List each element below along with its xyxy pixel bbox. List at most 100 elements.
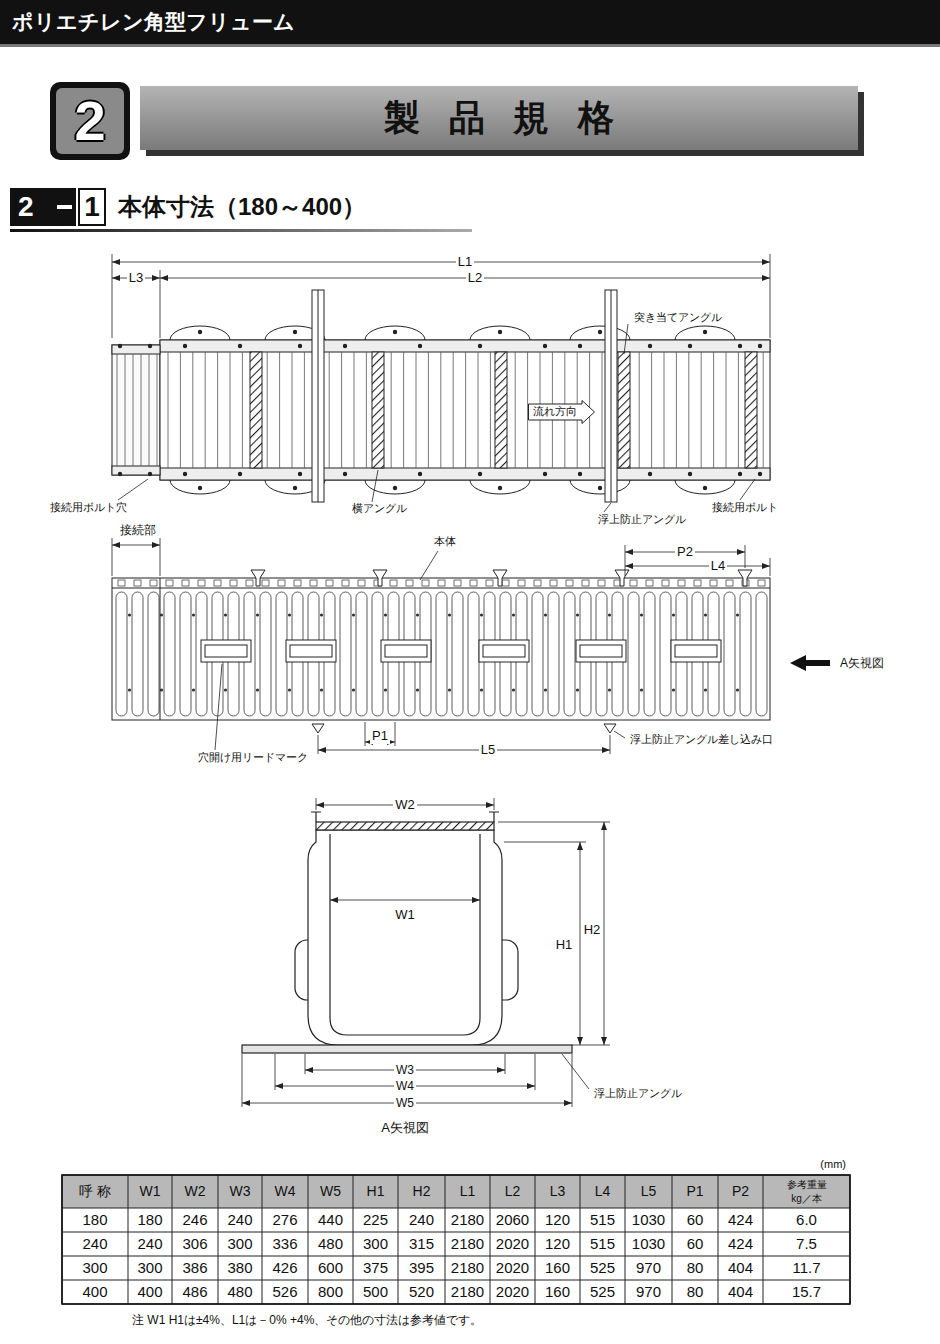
table-rule [445, 1175, 446, 1304]
table-cell: 386 [182, 1259, 207, 1277]
bolt-hole [393, 486, 397, 490]
top-tab [251, 570, 752, 586]
table-cell: 520 [409, 1283, 434, 1301]
corrugation [566, 580, 573, 586]
leader-lines [118, 479, 148, 500]
corrugation [246, 580, 253, 586]
rib-line [117, 352, 763, 468]
table-cell: 2180 [451, 1259, 484, 1277]
table-cell: 160 [545, 1259, 570, 1277]
table-cell: 180 [82, 1211, 107, 1229]
corrugation [224, 613, 227, 616]
rib-line [490, 352, 491, 468]
insert-mark [312, 724, 616, 733]
callout-label: 横アングル [350, 502, 409, 515]
side-view [160, 578, 161, 720]
angle-slot [201, 640, 721, 662]
corrugation [640, 613, 643, 616]
callout-label: 接続用ボルト穴 [48, 501, 129, 514]
rib-line [230, 352, 231, 468]
corrugation [416, 613, 419, 616]
corrugation [598, 580, 605, 586]
corrugation [352, 688, 355, 691]
corrugation [182, 580, 189, 586]
corrugation [544, 613, 547, 616]
section-title-band: 製品規格 [140, 86, 858, 150]
rib-line [726, 352, 727, 468]
cross-section [330, 834, 480, 1035]
bolt-hole [293, 330, 297, 334]
flow-arrow-shape [529, 401, 595, 424]
table-header: W5 [320, 1183, 341, 1200]
cross-angle [250, 352, 262, 468]
table-cell: 300 [363, 1235, 388, 1253]
rib-line [117, 354, 118, 466]
table-rule [718, 1175, 719, 1304]
dimension-lines [625, 566, 770, 567]
subsection-mark [10, 229, 472, 232]
badge-shape [56, 88, 124, 154]
side-view [112, 570, 830, 733]
dimension-lines [318, 750, 610, 751]
anti-float-angle [312, 290, 617, 502]
rib-line [416, 352, 417, 468]
corrugation [310, 580, 317, 586]
angle-slot [576, 640, 626, 662]
table-rule [62, 1208, 850, 1209]
bolt-hole [148, 472, 152, 476]
table-cell: 240 [137, 1235, 162, 1253]
cross-angle [250, 352, 757, 468]
table-cell: 480 [318, 1235, 343, 1253]
side-view [112, 588, 770, 589]
bolt-hole [298, 472, 302, 476]
corrugation [502, 580, 509, 586]
table-cell: 6.0 [796, 1211, 817, 1229]
dimension-label: P2 [675, 544, 695, 560]
dimension-label: H2 [582, 922, 603, 938]
callout-label: 穴開け用リードマーク [196, 751, 310, 764]
table-cell: 160 [545, 1283, 570, 1301]
node-text: 1 [84, 190, 100, 224]
corrugation [340, 592, 351, 716]
view-arrow [790, 655, 830, 671]
rib-line [713, 352, 714, 468]
table-cell: 400 [137, 1283, 162, 1301]
corrugation [148, 592, 159, 716]
corrugation [486, 580, 493, 586]
rib-line [602, 352, 603, 468]
cross-angle [745, 352, 757, 468]
corrugation [736, 613, 739, 616]
corrugation [582, 580, 589, 586]
bolt-hole [738, 472, 742, 476]
bolt-hole [738, 344, 742, 348]
angle-slot [201, 640, 251, 662]
table-rule [672, 1175, 673, 1304]
table-cell: 525 [590, 1259, 615, 1277]
corrugation [726, 580, 733, 586]
corrugation [548, 592, 559, 716]
corrugation [660, 592, 671, 716]
corrugation [704, 613, 707, 616]
table-cell: 424 [728, 1235, 753, 1253]
leader-lines [562, 1054, 589, 1089]
angle-slot [675, 645, 717, 657]
corrugation [710, 580, 717, 586]
callout-label: 突き当てアングル [632, 311, 724, 324]
angle-slot [580, 645, 622, 657]
angle-slot [290, 645, 332, 657]
table-cell: 440 [318, 1211, 343, 1229]
subsection-mark [10, 188, 472, 232]
corrugation [230, 580, 237, 586]
corrugation [256, 688, 259, 691]
rib-line [676, 352, 677, 468]
corrugation [758, 580, 765, 586]
corrugation [454, 580, 461, 586]
table-cell: 240 [409, 1211, 434, 1229]
dimension-lines [112, 254, 113, 338]
rib-line [292, 352, 293, 468]
table-cell: 2020 [496, 1259, 529, 1277]
dimension-lines [112, 538, 113, 576]
corrugation [630, 580, 637, 586]
corrugation [628, 592, 639, 716]
table-rule [625, 1175, 626, 1304]
